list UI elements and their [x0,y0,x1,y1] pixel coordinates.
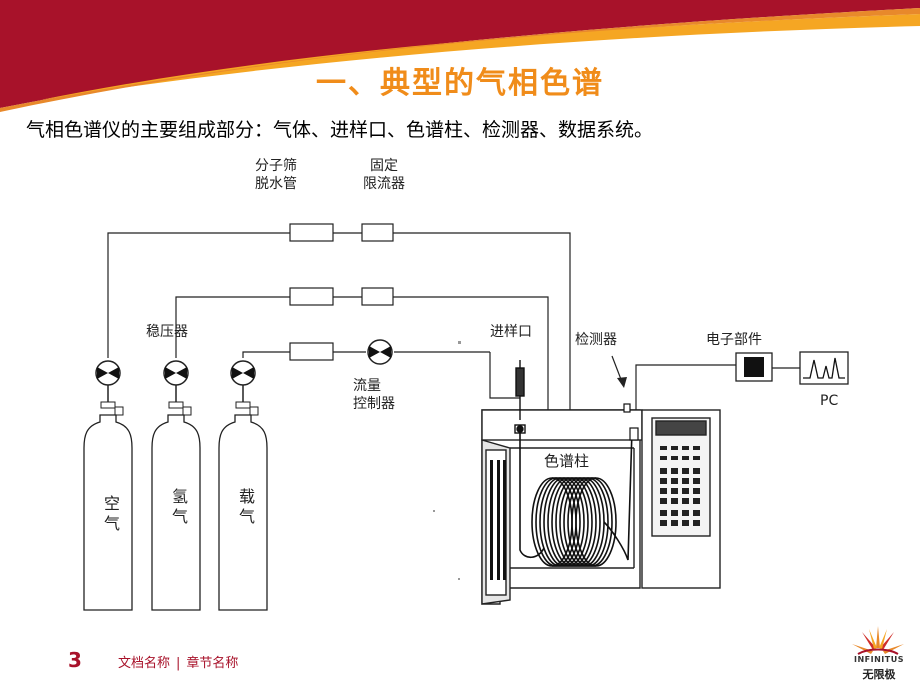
fixed-restrictor-1 [361,223,394,242]
label-molecular-sieve: 分子筛 脱水管 [244,157,308,193]
label-molecular-sieve-line1: 分子筛 [255,158,297,174]
regulator-air [95,360,124,416]
gas-line-hydrogen [175,296,290,358]
footer-chapter-name: 章节名称 [186,656,239,671]
footer-doc-name: 文档名称 [118,656,171,671]
cylinder-carrier [218,414,268,611]
label-flow-controller-line1: 流量 [353,378,381,394]
gas-line-carrier [242,351,290,358]
slide-subtitle: 气相色谱仪的主要组成部分：气体、进样口、色谱柱、检测器、数据系统。 [26,119,654,141]
label-pc: PC [820,393,839,409]
molecular-sieve-3 [289,342,334,361]
fixed-restrictor-2 [361,287,394,306]
label-fixed-restrictor-line2: 限流器 [363,176,405,192]
pc-chromatogram [799,351,849,385]
column-coil [519,429,633,567]
cylinder-label-carrier: 载气 [236,488,255,528]
page-number: 3 [68,648,82,672]
cylinder-air [83,414,133,611]
slide-title: 一、典型的气相色谱 [316,66,604,101]
cylinder-hydrogen [151,414,201,611]
regulator-carrier [230,360,259,416]
header-banner [0,0,920,112]
label-column: 色谱柱 [544,452,590,470]
flow-controller-valve [367,339,393,365]
label-fixed-restrictor: 固定 限流器 [356,157,412,193]
footer-doc-info: 文档名称 | 章节名称 [118,652,238,671]
label-injector: 进样口 [490,324,532,340]
molecular-sieve-2 [289,287,334,306]
label-regulator: 稳压器 [146,324,188,340]
gas-line-air [107,232,290,358]
infinitus-logo-icon [852,626,904,655]
label-flow-controller: 流量 控制器 [353,377,395,413]
gc-instrument [481,409,721,605]
label-flow-controller-line2: 控制器 [353,396,395,412]
label-detector: 检测器 [575,332,617,348]
logo-brand-en: INFINITUS [854,655,904,664]
cylinder-label-hydrogen: 氢气 [169,488,188,528]
cylinder-label-air: 空气 [101,495,120,535]
label-molecular-sieve-line2: 脱水管 [255,176,297,192]
injector-syringe [514,360,526,434]
label-fixed-restrictor-line1: 固定 [370,158,398,174]
regulator-hydrogen [163,360,192,416]
footer-separator: | [176,656,181,671]
molecular-sieve-1 [289,223,334,242]
label-electronics: 电子部件 [706,332,762,348]
logo-brand-cn: 无限极 [862,668,896,681]
